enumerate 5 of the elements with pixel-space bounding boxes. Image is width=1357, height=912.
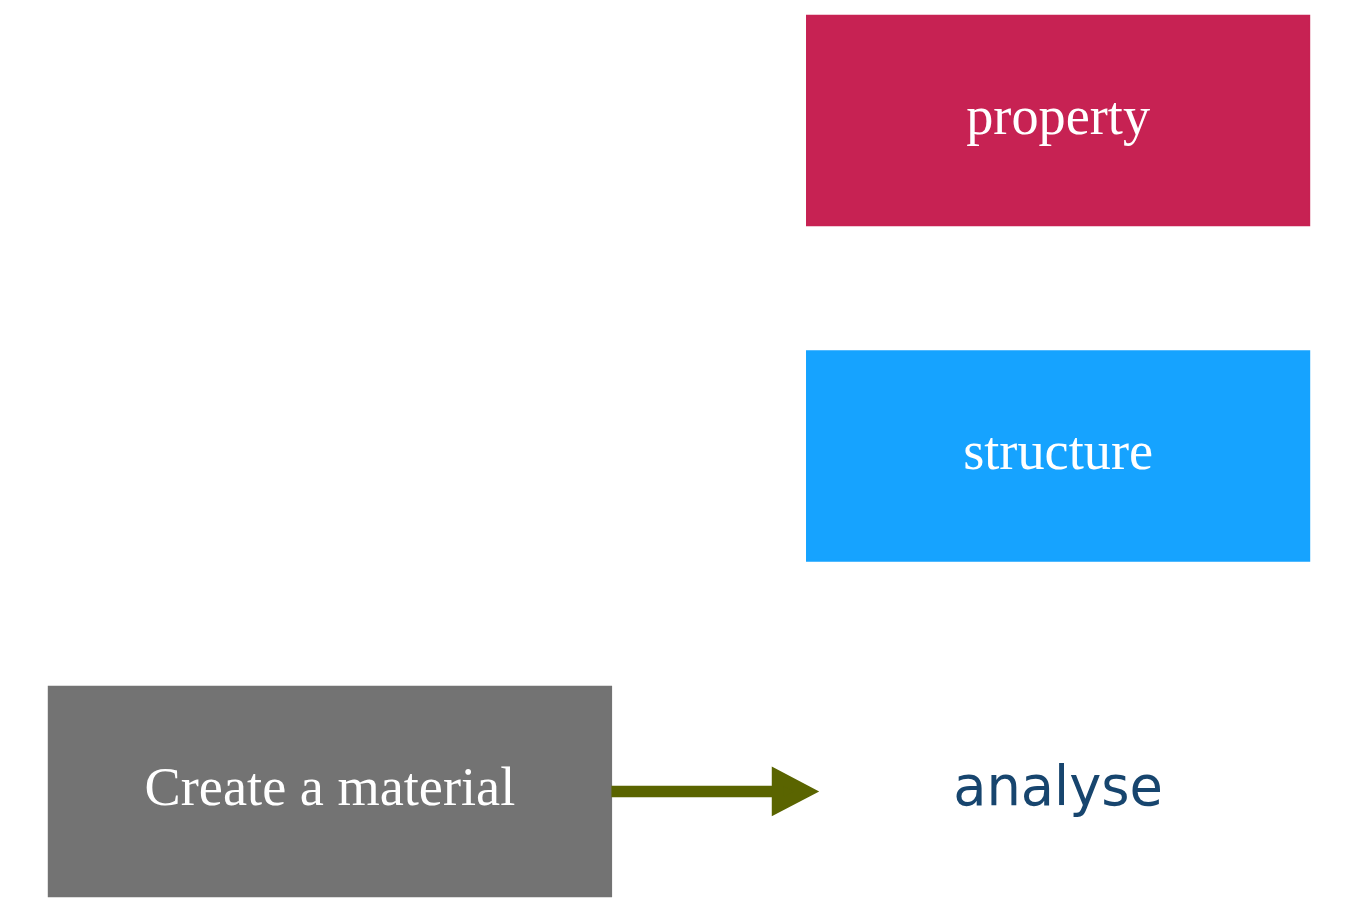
node-box: structure <box>805 350 1310 562</box>
node-box: property <box>805 14 1310 227</box>
arrow <box>610 766 819 817</box>
node-text: analyse <box>952 754 1163 818</box>
node-box: Create a material <box>47 685 612 898</box>
